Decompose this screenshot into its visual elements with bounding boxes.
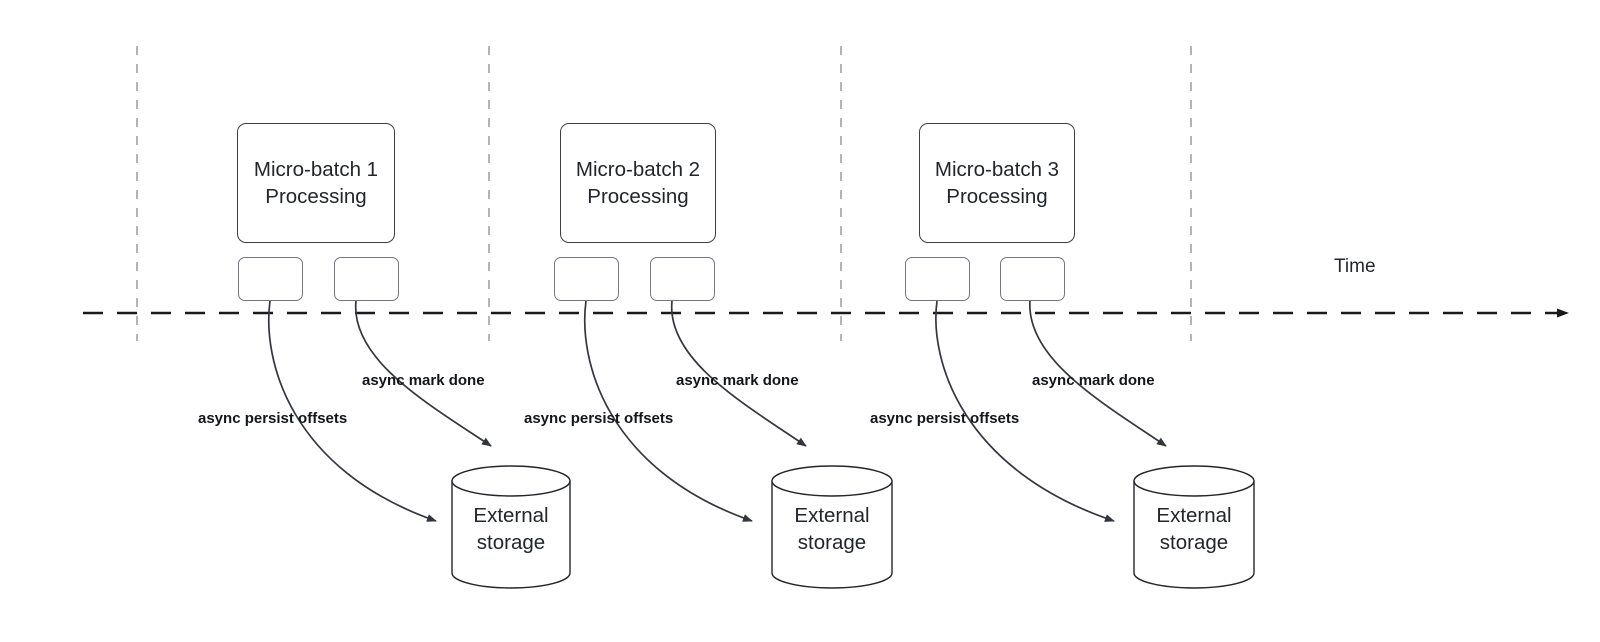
markdone-curve-1: [355, 300, 492, 447]
boundary-lines: [136, 46, 1192, 341]
batch-box-3-line2: Processing: [946, 185, 1048, 208]
batch-3-tick-end[interactable]: [1000, 257, 1065, 301]
batch-box-1-line1: Micro-batch 1: [253, 157, 379, 181]
storage-cylinders: [451, 465, 1255, 589]
batch-2-tick-start[interactable]: [554, 257, 619, 301]
persist-label-1: async persist offsets: [198, 410, 348, 427]
flow-curves: [267, 300, 1167, 522]
persist-label-2: async persist offsets: [524, 410, 674, 427]
storage-cylinder-2: [771, 465, 893, 589]
batch-box-1[interactable]: Micro-batch 1 Processing: [237, 123, 395, 243]
batch-box-2-line1: Micro-batch 2: [575, 157, 701, 181]
markdone-curve-2: [671, 300, 807, 447]
markdone-curve-3: [1029, 300, 1167, 447]
markdone-label-3: async mark done: [1032, 372, 1155, 389]
persist-curve-2: [583, 300, 753, 522]
storage-cylinder-3: [1133, 465, 1255, 589]
batch-box-1-line2: Processing: [265, 185, 367, 208]
batch-2-tick-end[interactable]: [650, 257, 715, 301]
storage-cylinder-1: [451, 465, 571, 589]
batch-1-tick-end[interactable]: [334, 257, 399, 301]
persist-label-3: async persist offsets: [870, 410, 1020, 427]
batch-box-3[interactable]: Micro-batch 3 Processing: [919, 123, 1075, 243]
markdone-label-2: async mark done: [676, 372, 799, 389]
persist-curve-1: [267, 300, 437, 522]
batch-box-3-line1: Micro-batch 3: [934, 157, 1060, 181]
batch-box-2-line2: Processing: [587, 185, 689, 208]
markdone-label-1: async mark done: [362, 372, 485, 389]
persist-curve-3: [935, 300, 1115, 522]
batch-box-2[interactable]: Micro-batch 2 Processing: [560, 123, 716, 243]
time-axis-label: Time: [1334, 256, 1376, 277]
batch-3-tick-start[interactable]: [905, 257, 970, 301]
batch-1-tick-start[interactable]: [238, 257, 303, 301]
